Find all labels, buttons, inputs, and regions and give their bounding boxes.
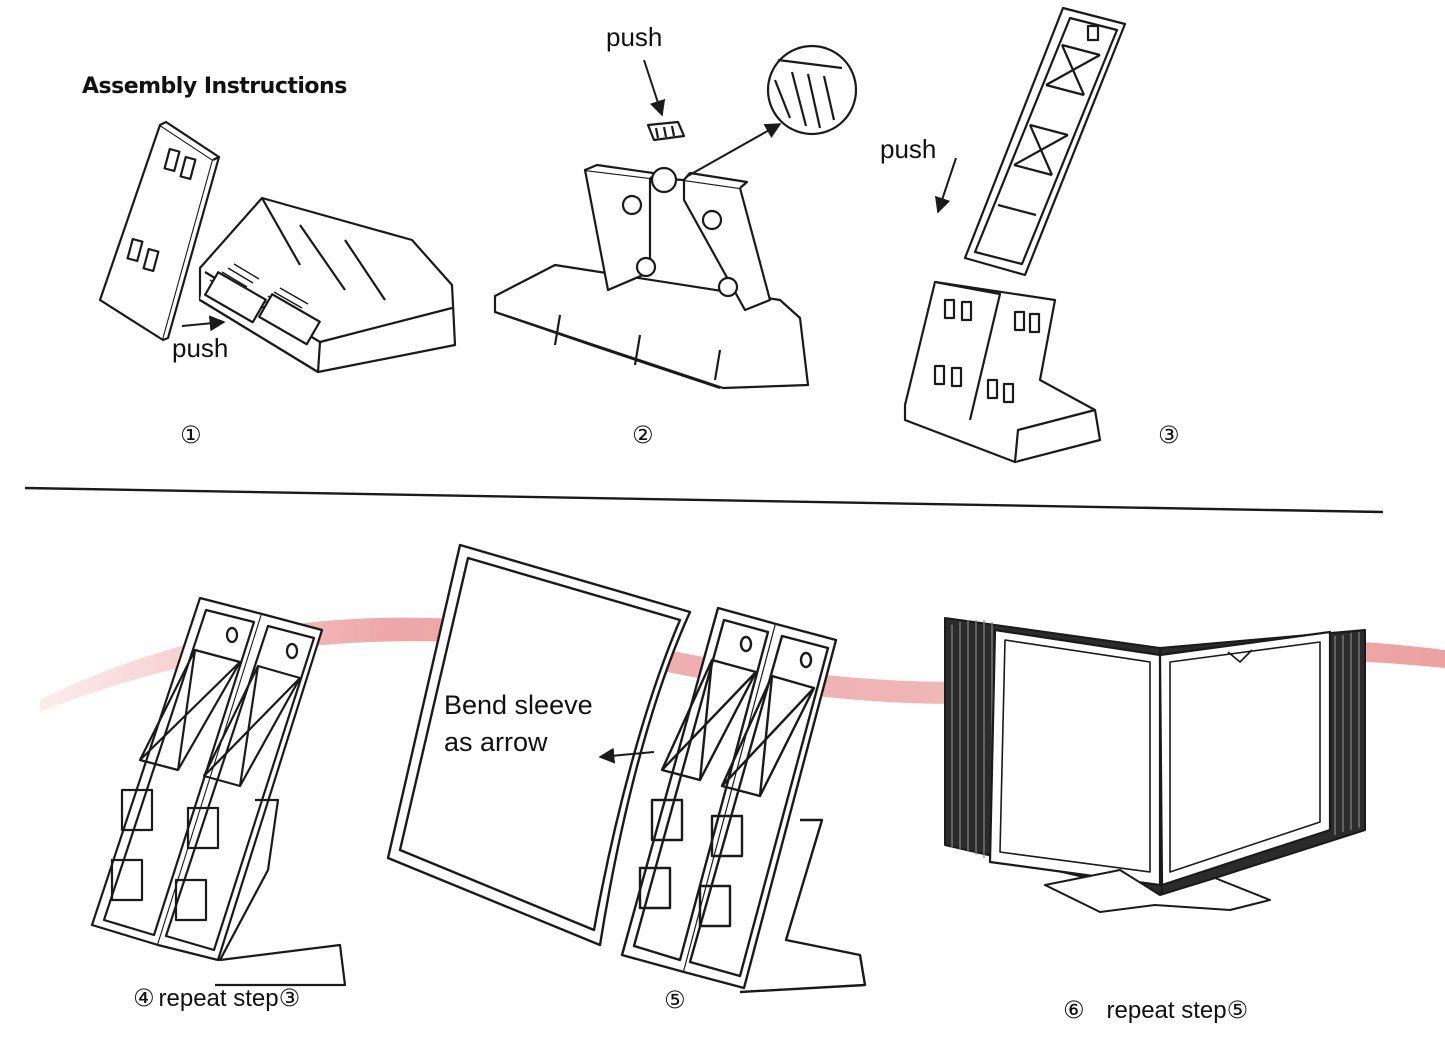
step-1-illustration <box>98 120 457 374</box>
push-label-3: push <box>880 134 936 164</box>
step-6-caption-text: repeat step⑤ <box>1107 997 1249 1024</box>
step-5-number: ⑤ <box>664 987 686 1014</box>
step-3-number: ③ <box>1158 422 1180 449</box>
step-3-illustration <box>903 6 1127 464</box>
section-divider <box>24 486 1384 514</box>
step-6-caption: ⑥ repeat step⑤ <box>1063 997 1248 1024</box>
push-label-2: push <box>606 22 662 52</box>
step-6-illustration <box>944 617 1366 913</box>
step-2-number: ② <box>632 422 654 449</box>
bend-label-line2: as arrow <box>444 727 548 757</box>
zoom-arrow <box>685 123 782 178</box>
page-title: Assembly Instructions <box>82 74 347 99</box>
bend-label-line1: Bend sleeve <box>444 690 593 720</box>
step-2-illustration <box>493 44 858 390</box>
bend-arrow <box>598 747 655 764</box>
push-arrow-1 <box>181 315 226 332</box>
push-label-1: push <box>172 333 228 363</box>
step-1-number: ① <box>180 422 202 449</box>
push-arrow-2 <box>643 59 666 117</box>
step-4-illustration <box>90 596 347 987</box>
step-4-number: ④ <box>133 985 155 1012</box>
step-6-number: ⑥ <box>1063 997 1085 1024</box>
step-5-illustration <box>386 543 867 994</box>
push-arrow-3 <box>934 157 957 214</box>
step-4-caption-text: repeat step③ <box>159 985 301 1012</box>
